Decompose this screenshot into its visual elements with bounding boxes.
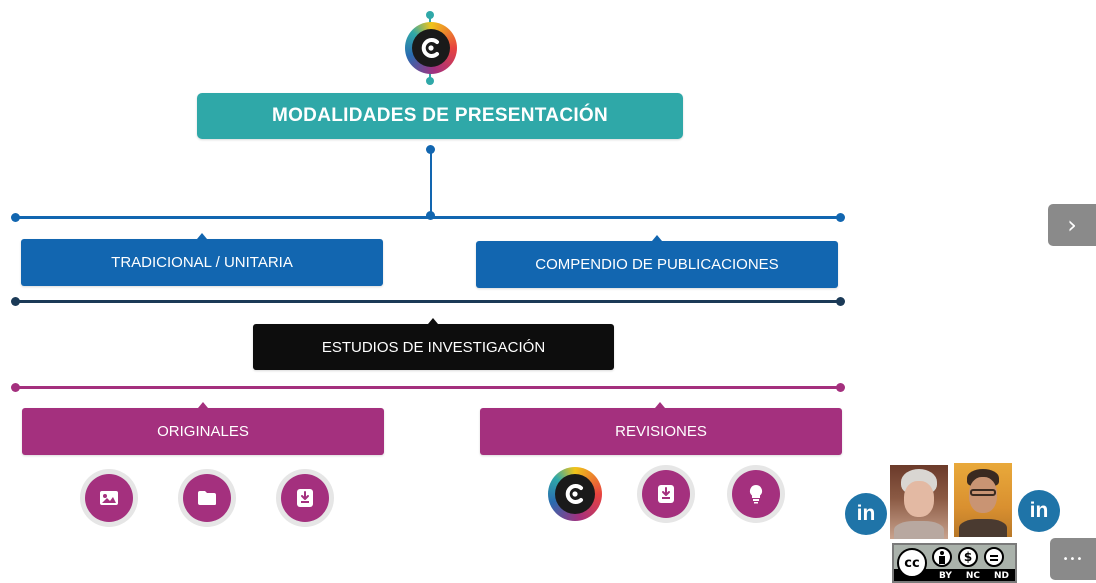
- compendio-label: COMPENDIO DE PUBLICACIONES: [535, 256, 779, 273]
- linkedin-icon: in: [856, 502, 876, 525]
- navy-line: [15, 300, 841, 303]
- magenta-line-left-dot: [11, 383, 20, 392]
- more-options-button[interactable]: •••: [1050, 538, 1096, 580]
- brand-logo-icon: [405, 22, 457, 74]
- magenta-line-right-dot: [836, 383, 845, 392]
- connector-dot-bottom: [426, 211, 435, 220]
- license-by-label: BY: [938, 571, 952, 581]
- revisiones-label: REVISIONES: [615, 423, 707, 440]
- linkedin-button-2[interactable]: in: [1018, 490, 1060, 532]
- originales-notch: [198, 402, 208, 408]
- compendio-box[interactable]: COMPENDIO DE PUBLICACIONES: [476, 241, 838, 288]
- cc-license-badge[interactable]: cc $ BY NC ND: [892, 543, 1017, 583]
- author-photo-1: [890, 465, 948, 539]
- author-photo-2: [954, 463, 1012, 537]
- blue-line: [15, 216, 841, 219]
- linkedin-button-1[interactable]: in: [845, 493, 887, 535]
- linkedin-icon: in: [1029, 499, 1049, 522]
- originales-folder-button[interactable]: [178, 469, 236, 527]
- magenta-line: [15, 386, 841, 389]
- connector-dot-top: [426, 145, 435, 154]
- estudios-box[interactable]: ESTUDIOS DE INVESTIGACIÓN: [253, 324, 614, 370]
- nc-icon: $: [958, 547, 978, 567]
- lightbulb-icon: [749, 484, 763, 504]
- license-nc-label: NC: [965, 571, 980, 581]
- originales-image-button[interactable]: [80, 469, 138, 527]
- image-icon: [100, 491, 118, 505]
- navy-line-left-dot: [11, 297, 20, 306]
- nd-icon: [984, 547, 1004, 567]
- estudios-notch: [428, 318, 438, 324]
- download-icon: [658, 485, 674, 503]
- compendio-notch: [652, 235, 662, 241]
- tradicional-box[interactable]: TRADICIONAL / UNITARIA: [21, 239, 383, 286]
- originales-box[interactable]: ORIGINALES: [22, 408, 384, 455]
- logo-c-icon: [421, 38, 439, 58]
- title-box: MODALIDADES DE PRESENTACIÓN: [197, 93, 683, 139]
- tradicional-notch: [197, 233, 207, 239]
- revisiones-download-button[interactable]: [637, 465, 695, 523]
- top-dot-lower: [426, 77, 434, 85]
- page-title: MODALIDADES DE PRESENTACIÓN: [271, 105, 609, 126]
- navy-line-right-dot: [836, 297, 845, 306]
- chevron-right-icon: ›: [1067, 211, 1077, 239]
- revisiones-lightbulb-button[interactable]: [727, 465, 785, 523]
- revisiones-box[interactable]: REVISIONES: [480, 408, 842, 455]
- blue-line-left-dot: [11, 213, 20, 222]
- originales-download-button[interactable]: [276, 469, 334, 527]
- by-icon: [932, 547, 952, 567]
- license-nd-label: ND: [993, 571, 1009, 581]
- originales-label: ORIGINALES: [157, 423, 249, 440]
- tradicional-label: TRADICIONAL / UNITARIA: [111, 254, 293, 271]
- blue-line-right-dot: [836, 213, 845, 222]
- next-button[interactable]: ›: [1048, 204, 1096, 246]
- title-connector: [430, 149, 432, 216]
- folder-icon: [198, 491, 216, 505]
- top-dot: [426, 11, 434, 19]
- logo-icon: [565, 484, 583, 504]
- cc-icon: cc: [897, 548, 927, 578]
- revisiones-notch: [655, 402, 665, 408]
- more-icon: •••: [1062, 553, 1084, 565]
- estudios-label: ESTUDIOS DE INVESTIGACIÓN: [321, 338, 546, 356]
- download-icon: [297, 489, 313, 507]
- revisiones-logo-button[interactable]: [546, 465, 604, 523]
